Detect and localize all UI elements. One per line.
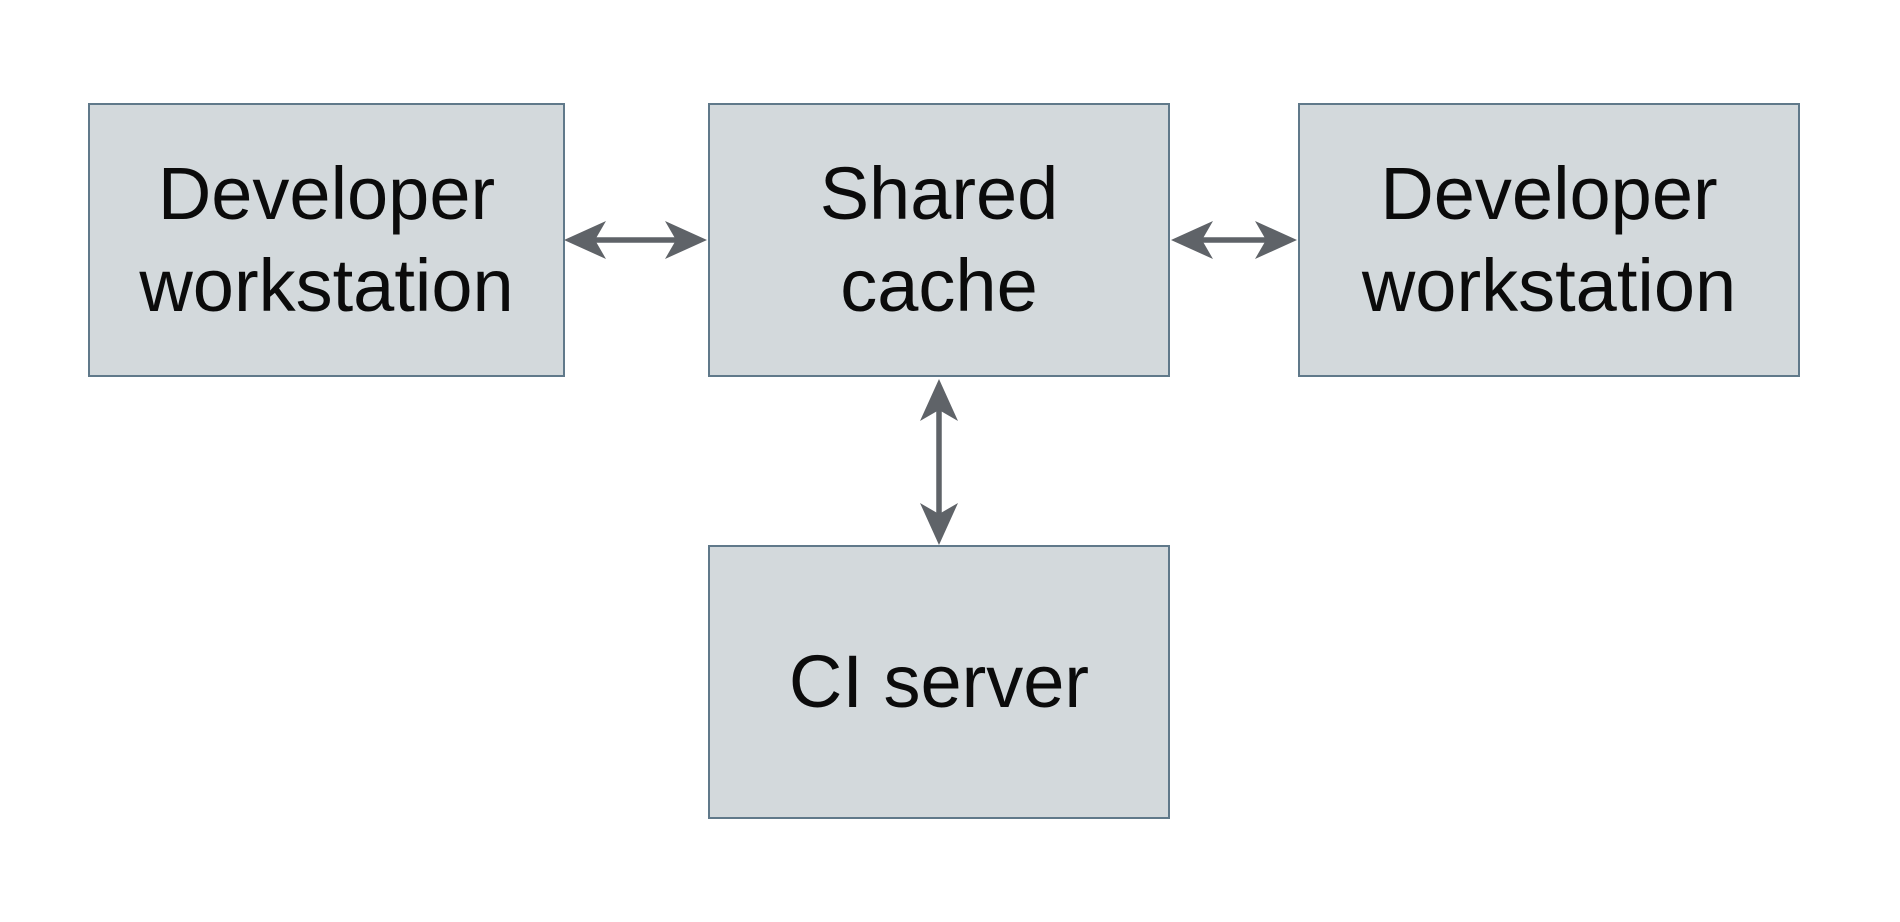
arrow-head-top (920, 379, 958, 421)
node-developer-workstation-right: Developer workstation (1298, 103, 1800, 377)
node-developer-workstation-right-label: Developer workstation (1361, 152, 1737, 327)
arrow-head-right (665, 221, 707, 259)
node-developer-workstation-left: Developer workstation (88, 103, 565, 377)
bidirectional-arrow-icon-left (564, 221, 707, 259)
bidirectional-arrow-icon-right (1171, 221, 1297, 259)
arrow-head-bottom (920, 503, 958, 545)
node-developer-workstation-left-label: Developer workstation (139, 152, 514, 327)
node-ci-server: CI server (708, 545, 1170, 819)
arrow-head-left (1171, 221, 1213, 259)
node-ci-server-label: CI server (788, 640, 1090, 723)
bidirectional-arrow-icon-vertical (920, 379, 958, 545)
arrow-head-right (1255, 221, 1297, 259)
arrow-head-left (564, 221, 606, 259)
node-shared-cache: Shared cache (708, 103, 1170, 377)
node-shared-cache-label: Shared cache (819, 152, 1059, 327)
